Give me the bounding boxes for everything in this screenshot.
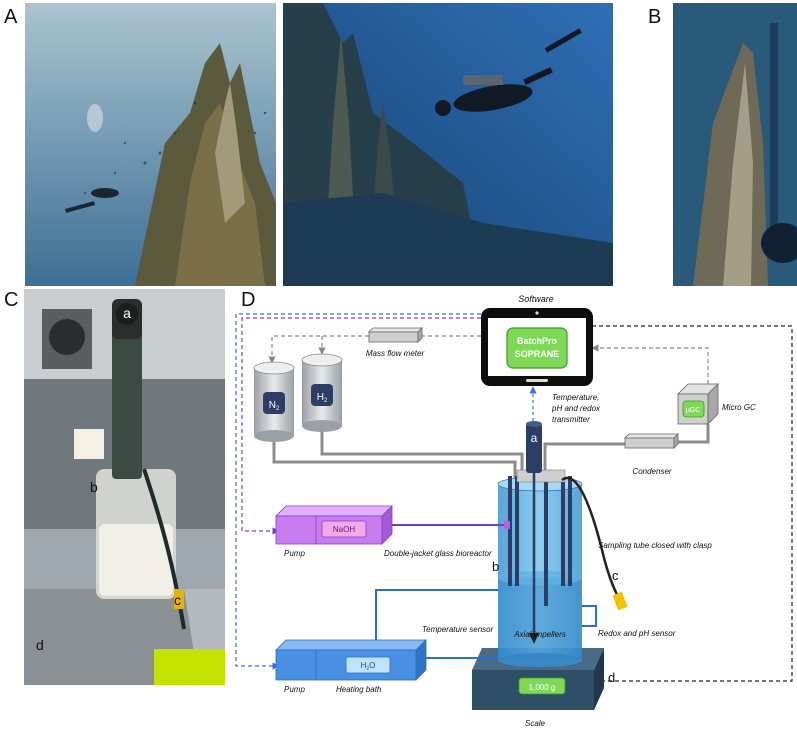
software-label: Software	[518, 294, 554, 304]
bioreactor-vessel	[497, 469, 583, 667]
redox-sensor-label: Redox and pH sensor	[598, 629, 676, 638]
heating-pump-control-line	[235, 313, 481, 670]
photo-label-b: b	[90, 479, 98, 495]
n2-cylinder	[253, 361, 295, 442]
sampling-label: Sampling tube closed with clasp	[598, 541, 712, 550]
micro-gc-label: Micro GC	[722, 403, 756, 412]
condenser	[624, 437, 675, 449]
gc-signal-line	[591, 344, 709, 391]
bioreactor-schematic: Software BatchPro SOPRANE Mass flow mete…	[235, 294, 793, 728]
transmitter-head	[526, 423, 542, 473]
reactor-letter-b: b	[492, 559, 499, 574]
mass-flow-meter-label: Mass flow meter	[366, 349, 425, 358]
scale-label: Scale	[525, 719, 546, 728]
h2-gas-line	[320, 432, 524, 488]
photo-label-a: a	[116, 303, 138, 325]
outlet-gas-line	[543, 442, 625, 473]
h2-label: H2	[317, 392, 328, 404]
temp-sensor-label: Temperature sensor	[422, 625, 494, 634]
reactor-letter-a: a	[531, 431, 538, 445]
n2-gas-line	[272, 442, 517, 488]
naoh-label: NaOH	[333, 525, 355, 534]
transmitter-label-3: transmitter	[552, 415, 590, 424]
mass-flow-meter	[368, 331, 419, 343]
panel-label-c: C	[4, 289, 19, 311]
condenser-gc-line	[678, 424, 710, 444]
transmitter-label-2: pH and redox	[551, 404, 601, 413]
impeller-label: Axial impellers	[513, 630, 566, 639]
batchpro-label: BatchPro	[517, 336, 558, 346]
photo-chimney-ruler	[673, 3, 797, 286]
batchpro-app[interactable]	[506, 327, 568, 369]
temp-loop-line	[582, 605, 597, 627]
panel-label-b: B	[648, 6, 662, 28]
scale-value: 1,000 g	[529, 683, 556, 692]
panel-label-a: A	[4, 6, 18, 28]
photo-label-d: d	[36, 637, 44, 653]
photo-label-c: c	[174, 592, 181, 608]
photo-bioreactor: a b c d	[24, 289, 225, 685]
h2o-label: H2O	[361, 661, 376, 672]
naoh-pump-label: Pump	[284, 549, 305, 558]
condenser-label: Condenser	[632, 467, 671, 476]
naoh-pump-control-line	[241, 317, 481, 535]
transmitter-label-1: Temperature,	[552, 393, 599, 402]
heating-bath-label: Heating bath	[336, 685, 382, 694]
bioreactor-label: Double-jacket glass bioreactor	[384, 549, 492, 558]
jacket-inlet-line	[375, 589, 498, 640]
heating-pump-label: Pump	[284, 685, 305, 694]
micro-gc-chip-label: µGC	[686, 407, 701, 414]
photo-diver-wall	[283, 3, 613, 286]
panel-label-d: D	[241, 289, 256, 311]
scale-signal-line	[585, 322, 793, 682]
scale-letter-d: d	[608, 670, 615, 685]
soprane-label: SOPRANE	[515, 349, 560, 359]
n2-control-line	[268, 335, 369, 364]
n2-label: N2	[269, 400, 280, 412]
sampling-clasp	[612, 591, 628, 611]
tube-letter-c: c	[612, 568, 619, 583]
photo-chimney-diver	[25, 3, 276, 286]
h2-cylinder	[301, 353, 343, 432]
